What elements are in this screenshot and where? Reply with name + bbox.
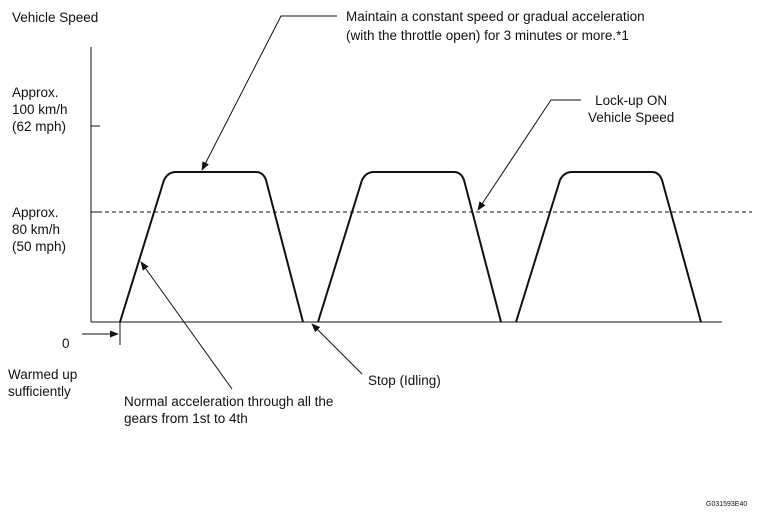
constant-speed-line-1: Maintain a constant speed or gradual acc…	[346, 9, 645, 24]
y-axis-title: Vehicle Speed	[12, 10, 99, 25]
tick-label-80: Approx. 80 km/h (50 mph)	[12, 204, 66, 255]
normal-accel-leader	[140, 261, 233, 390]
stop-callout: Stop (Idling)	[368, 373, 441, 388]
stop-leader	[311, 323, 363, 375]
lockup-line-1: Lock-up ON	[595, 93, 668, 108]
tick-label-100: Approx. 100 km/h (62 mph)	[12, 84, 68, 135]
warmed-up-line-1: Warmed up	[8, 367, 78, 382]
tick-label-zero: 0	[62, 336, 70, 351]
lockup-callout: Lock-up ON Vehicle Speed	[588, 92, 674, 126]
speed-cycle-3	[515, 171, 702, 323]
warmed-up-callout: Warmed up sufficiently	[8, 366, 77, 400]
normal-accel-line-2: gears from 1st to 4th	[124, 411, 248, 426]
constant-speed-callout: Maintain a constant speed or gradual acc…	[346, 8, 645, 44]
constant-speed-leader	[201, 15, 337, 171]
lockup-leader	[477, 99, 581, 211]
tick-label-80-line-3: (50 mph)	[12, 239, 67, 254]
tick-label-100-line-2: 100 km/h	[12, 102, 68, 117]
tick-label-80-line-2: 80 km/h	[12, 222, 61, 237]
lockup-line-2: Vehicle Speed	[588, 110, 675, 125]
figure-code: G031593E40	[706, 501, 748, 508]
constant-speed-line-2: (with the throttle open) for 3 minutes o…	[346, 28, 629, 43]
warmed-up-line-2: sufficiently	[8, 384, 71, 399]
normal-accel-line-1: Normal acceleration through all the	[124, 394, 334, 409]
tick-label-100-line-1: Approx.	[12, 85, 59, 100]
tick-label-100-line-3: (62 mph)	[12, 119, 67, 134]
normal-accel-callout: Normal acceleration through all the gear…	[124, 393, 333, 427]
speed-cycle-2	[317, 171, 502, 323]
tick-label-80-line-1: Approx.	[12, 205, 59, 220]
speed-cycle-1	[119, 171, 304, 323]
